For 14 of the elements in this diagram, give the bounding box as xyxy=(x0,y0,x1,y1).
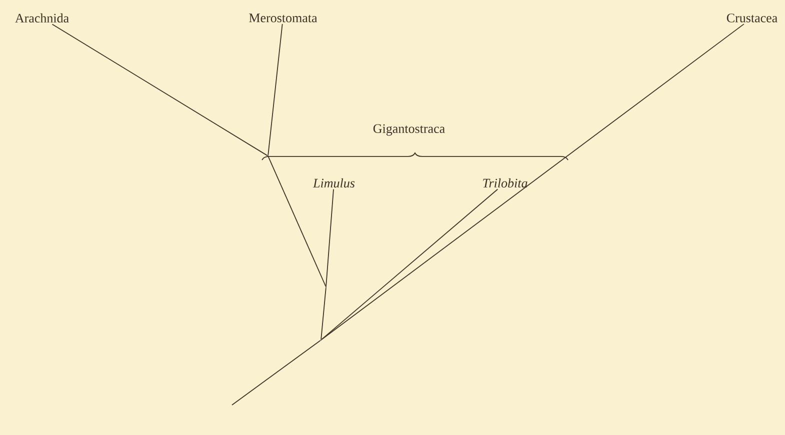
branch-line xyxy=(320,287,326,340)
taxon-label: Crustacea xyxy=(726,14,778,22)
group-label: Gigantostraca xyxy=(373,124,445,136)
branch-line xyxy=(268,24,283,156)
branch-line xyxy=(232,340,321,406)
taxon-label: Arachnida xyxy=(15,13,69,23)
branch-line xyxy=(326,188,334,287)
branch-line xyxy=(321,24,744,340)
branch-line xyxy=(52,24,268,156)
taxon-label: Limulus xyxy=(312,178,355,188)
branch-line xyxy=(268,156,326,287)
taxon-label: Merostomata xyxy=(249,14,318,22)
branch-line xyxy=(321,188,498,340)
taxon-label: Trilobita xyxy=(483,178,528,188)
